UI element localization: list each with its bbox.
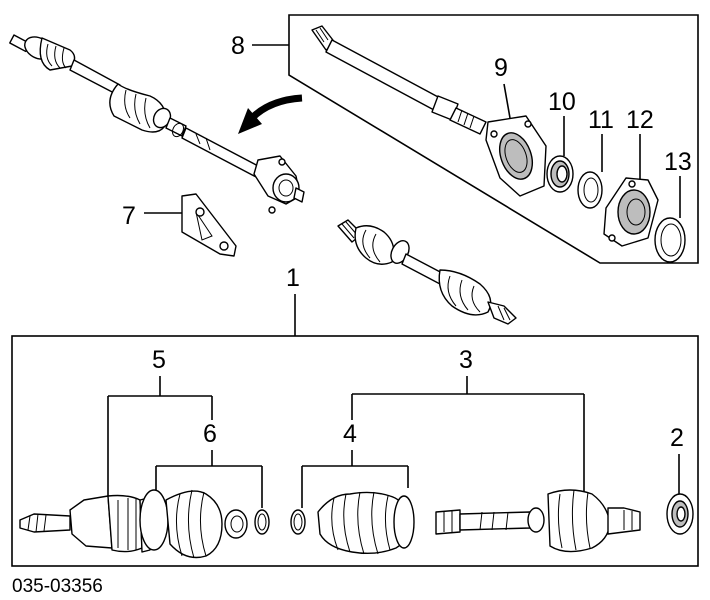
- inset-frame-upper: [288, 14, 699, 264]
- callout-5: 5: [152, 346, 166, 374]
- leader-3: [351, 376, 585, 492]
- inner-cv-boot: [317, 491, 415, 555]
- callout-13: 13: [664, 148, 692, 176]
- mounting-bracket: [181, 193, 237, 257]
- intermediate-shaft: [311, 25, 487, 135]
- inset-frame-lower: [11, 335, 699, 567]
- callout-8: 8: [231, 32, 245, 60]
- leader-5: [107, 376, 213, 498]
- direction-arrow: [238, 94, 303, 134]
- callout-7: 7: [122, 202, 136, 230]
- callout-6: 6: [203, 420, 217, 448]
- support-bracket: [485, 115, 547, 197]
- callout-1: 1: [286, 264, 300, 292]
- callout-4: 4: [343, 420, 357, 448]
- outer-cv-boot: [139, 489, 248, 559]
- inner-shaft: [435, 507, 545, 535]
- callout-10: 10: [548, 88, 576, 116]
- oil-seal: [666, 493, 694, 535]
- snap-ring: [577, 171, 603, 209]
- leader-4: [301, 450, 409, 508]
- callout-2: 2: [670, 424, 684, 452]
- leader-6: [155, 450, 263, 508]
- boot-clamp-outer: [254, 509, 306, 535]
- callout-3: 3: [459, 346, 473, 374]
- dust-seal: [654, 217, 686, 263]
- callout-11: 11: [588, 106, 614, 134]
- bearing: [546, 155, 574, 193]
- drive-shaft-middle: [337, 219, 517, 325]
- leader-9: [503, 83, 511, 119]
- inner-cv-joint: [547, 489, 641, 553]
- bearing-housing: [603, 177, 659, 247]
- outer-cv-joint: [19, 494, 151, 553]
- reference-code: 035-03356: [12, 576, 103, 597]
- callout-12: 12: [626, 106, 654, 134]
- axle-shaft-upper: [9, 34, 305, 214]
- callout-9: 9: [494, 54, 508, 82]
